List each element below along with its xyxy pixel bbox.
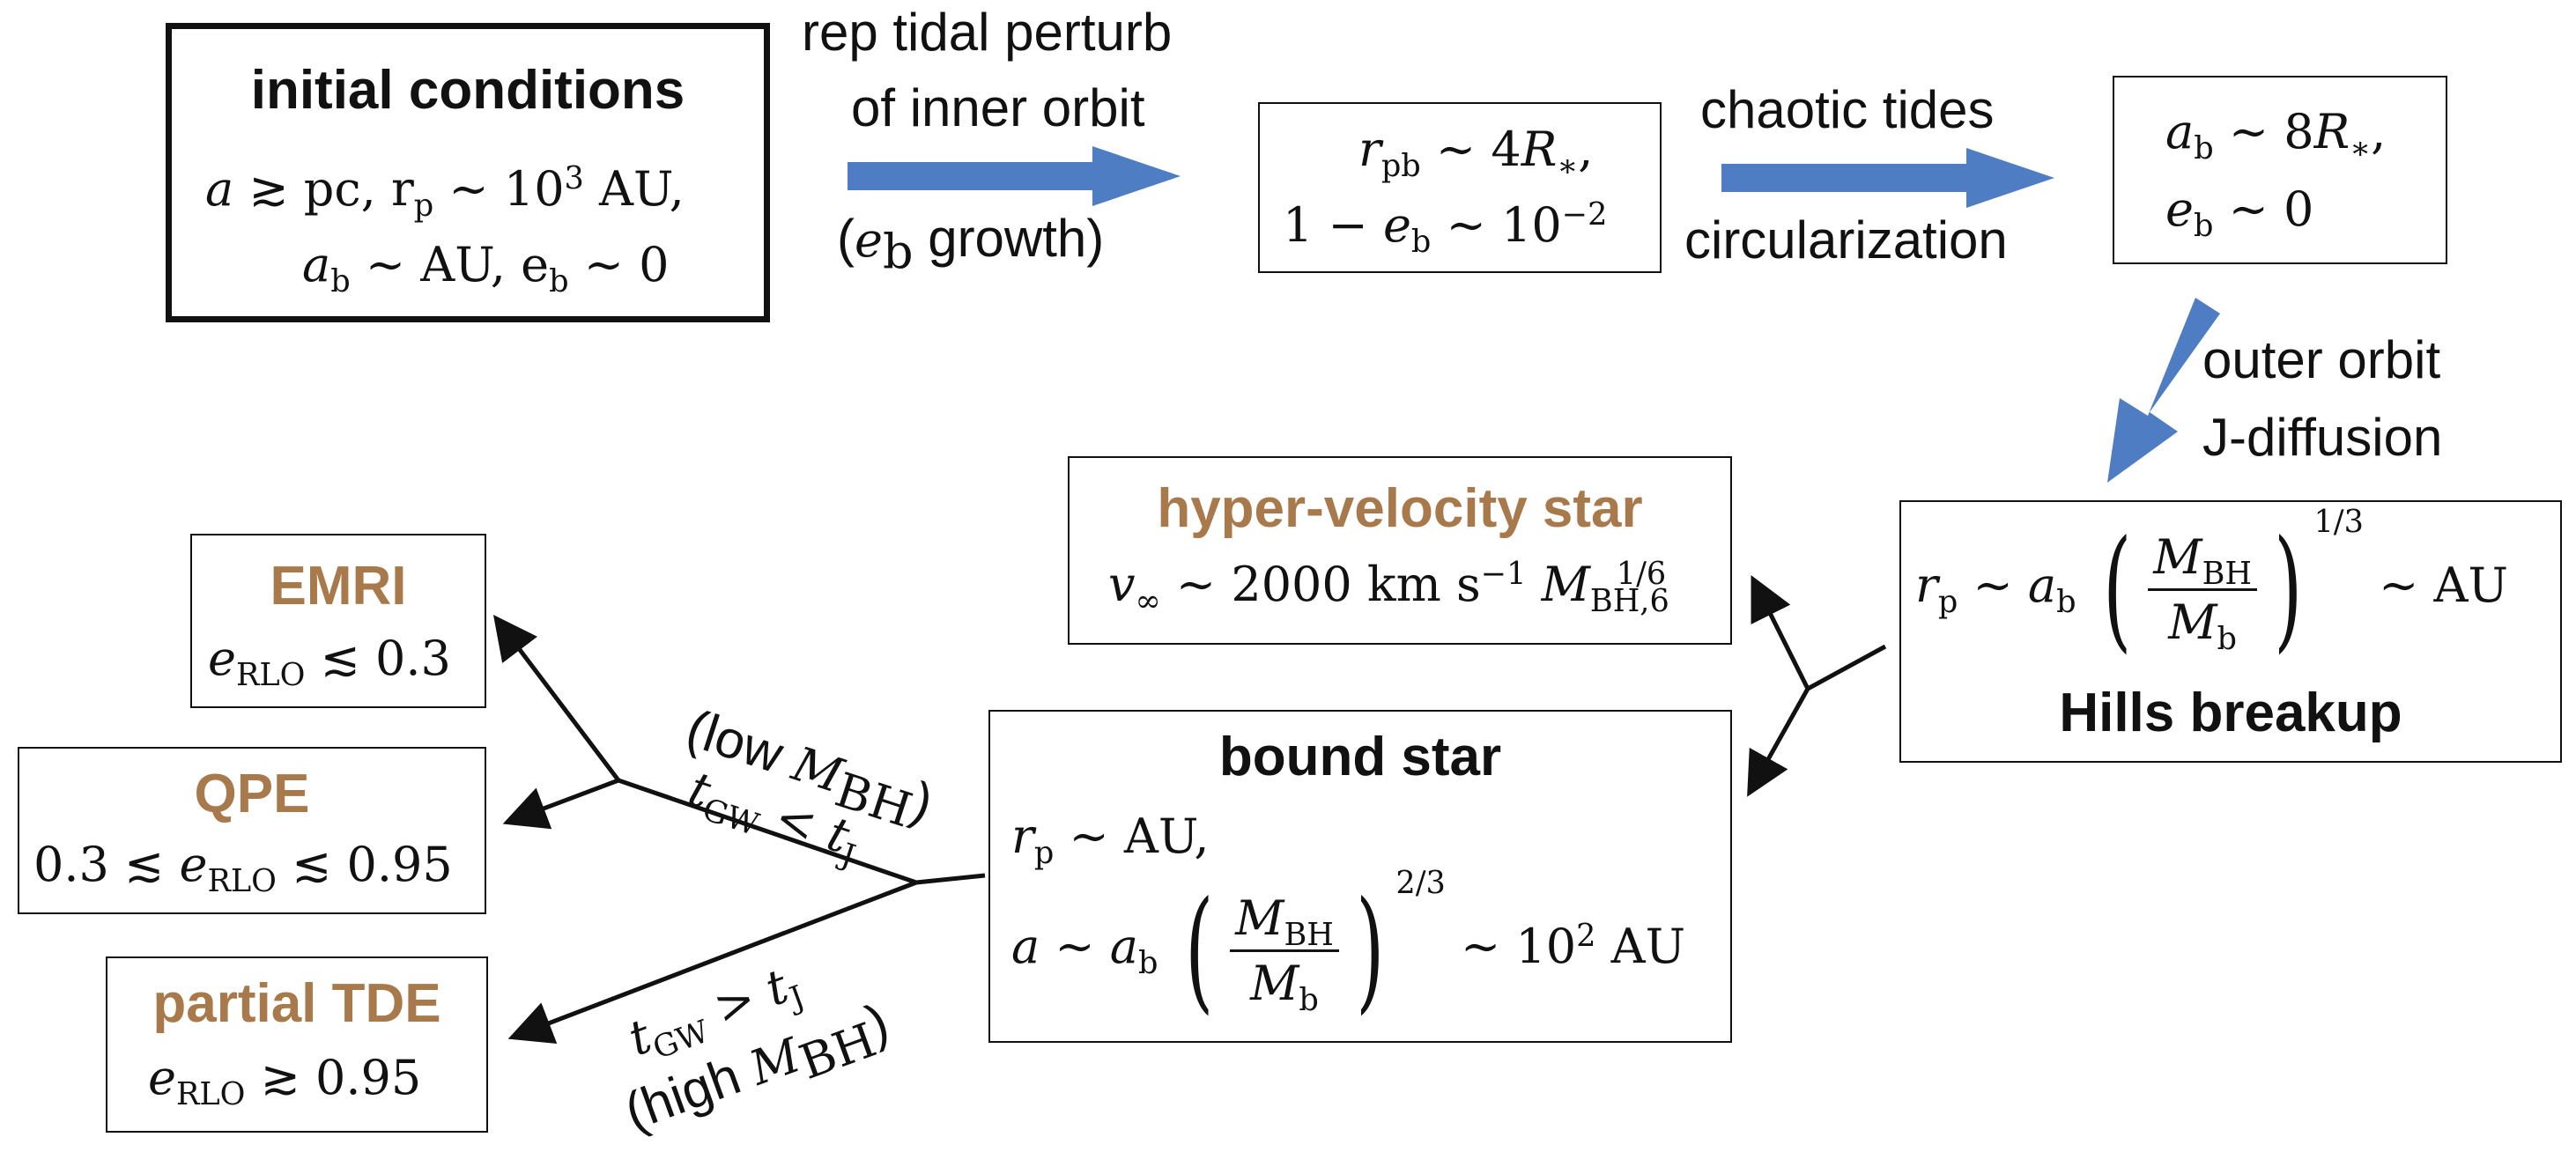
tidal-perturbation-box: rpb ∼ 4R∗, 1 − eb ∼ 10−2	[1258, 102, 1662, 273]
hyper-velocity-star-title: hyper-velocity star	[1157, 478, 1643, 539]
qpe-box: QPE 0.3 ≲ eRLO ≲ 0.95	[18, 747, 486, 914]
box2-line-1: rpb ∼ 4R∗,	[1358, 122, 1594, 184]
arrow2-label-1: chaotic tides	[1700, 80, 1995, 139]
blue-arrow-1	[848, 146, 1181, 206]
initial-conditions-title: initial conditions	[250, 60, 685, 121]
partial-tde-condition: eRLO ≳ 0.95	[148, 1050, 422, 1112]
initial-line-1: a ≳ pc, rp ∼ 103 AU,	[205, 160, 685, 224]
arrow3-label-1: outer orbit	[2202, 330, 2441, 389]
emri-box: EMRI eRLO ≲ 0.3	[190, 534, 486, 708]
qpe-condition: 0.3 ≲ eRLO ≲ 0.95	[33, 837, 453, 899]
arrow1-label-2: of inner orbit	[851, 78, 1145, 137]
initial-conditions-box: initial conditions a ≳ pc, rp ∼ 103 AU, …	[166, 23, 770, 322]
arrow1-label-3: (eb growth)	[837, 209, 1105, 279]
initial-line-2: ab ∼ AU, eb ∼ 0	[302, 237, 670, 299]
partial-tde-title: partial TDE	[152, 973, 441, 1034]
box3-line-2: eb ∼ 0	[2165, 181, 2314, 244]
hills-breakup-title: Hills breakup	[2059, 683, 2402, 743]
hyper-velocity-star-box: hyper-velocity star v∞ ∼ 2000 km s−1 MBH…	[1068, 456, 1732, 645]
bound-fork	[492, 615, 986, 1045]
bound-line-1: rp ∼ AU,	[1011, 809, 1210, 871]
hills-fork	[1747, 575, 1887, 797]
blue-arrow-3	[2107, 298, 2220, 483]
emri-condition: eRLO ≲ 0.3	[208, 631, 451, 693]
blue-arrow-2	[1721, 148, 2054, 208]
partial-tde-box: partial TDE eRLO ≳ 0.95	[106, 956, 488, 1133]
arrow3-label-2: J-diffusion	[2202, 408, 2443, 467]
box2-line-2: 1 − eb ∼ 10−2	[1283, 196, 1608, 260]
arrow2-label-2: circularization	[1684, 210, 2008, 270]
qpe-title: QPE	[194, 764, 310, 824]
circularized-box: ab ∼ 8R∗, eb ∼ 0	[2113, 76, 2447, 264]
arrow1-label-1: rep tidal perturb	[802, 3, 1173, 62]
bound-star-title: bound star	[1218, 727, 1502, 787]
hvs-formula: v∞ ∼ 2000 km s−1 MBH,61/6	[1108, 556, 1669, 619]
box3-line-1: ab ∼ 8R∗,	[2165, 104, 2387, 166]
emri-title: EMRI	[270, 556, 407, 617]
